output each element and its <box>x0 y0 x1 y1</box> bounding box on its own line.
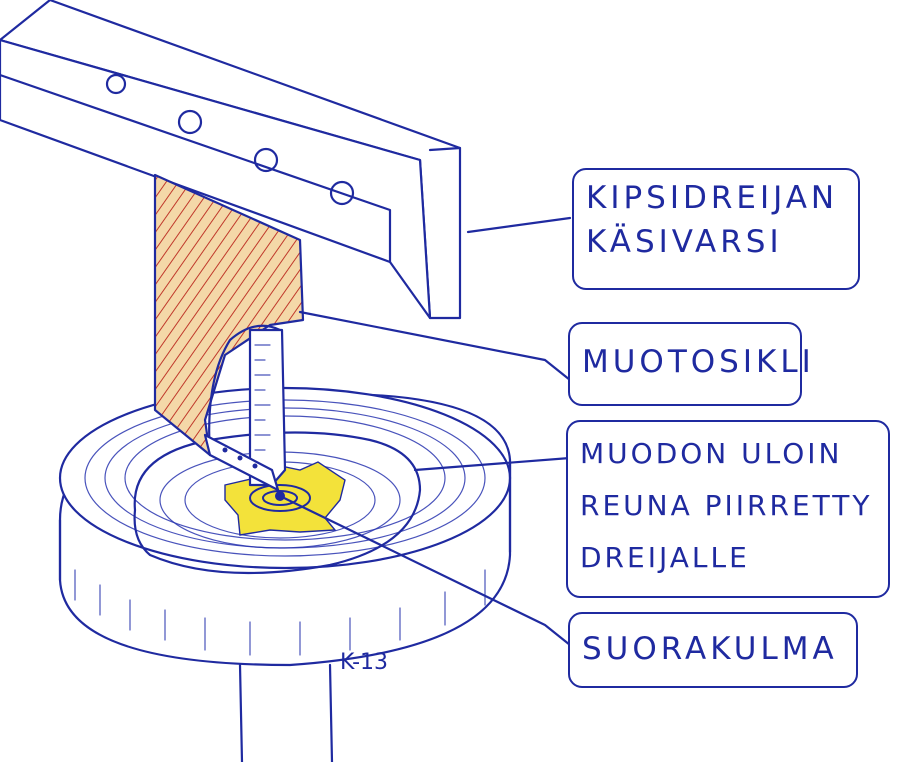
label-template: MUOTOSIKLI <box>568 322 811 406</box>
arm-beam <box>0 0 462 320</box>
leader-lines <box>278 216 572 647</box>
label-edge: MUODON ULOIN REUNA PIIRRETTY DREIJALLE <box>566 420 890 598</box>
label-square: SUORAKULMA <box>568 612 858 688</box>
label-arm: KIPSIDREIJAN KÄSIVARSI <box>572 168 860 290</box>
leader-arm <box>466 216 572 234</box>
square-tool <box>203 328 287 492</box>
artist-signature: K-13 <box>340 650 389 675</box>
template-plate <box>153 173 305 457</box>
wheel-stand <box>238 663 334 762</box>
leader-template <box>298 310 572 382</box>
leader-edge <box>413 456 572 472</box>
leader-square <box>278 494 572 647</box>
